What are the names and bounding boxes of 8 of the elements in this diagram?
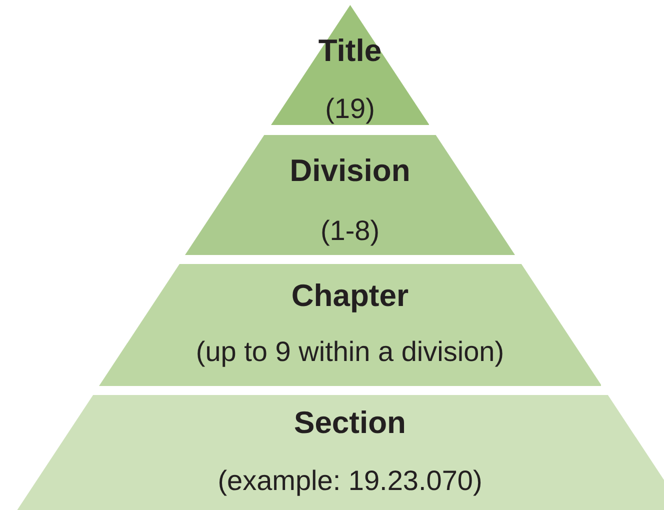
tier-heading: Title bbox=[318, 33, 382, 69]
tier-heading: Division bbox=[290, 153, 410, 189]
tier-heading: Section bbox=[294, 405, 406, 441]
tier-heading: Chapter bbox=[291, 278, 409, 314]
tier-description: (1-8) bbox=[320, 215, 380, 247]
tier-description: (up to 9 within a division) bbox=[196, 336, 504, 368]
tier-description: (example: 19.23.070) bbox=[218, 465, 482, 497]
tier-description: (19) bbox=[325, 93, 375, 125]
